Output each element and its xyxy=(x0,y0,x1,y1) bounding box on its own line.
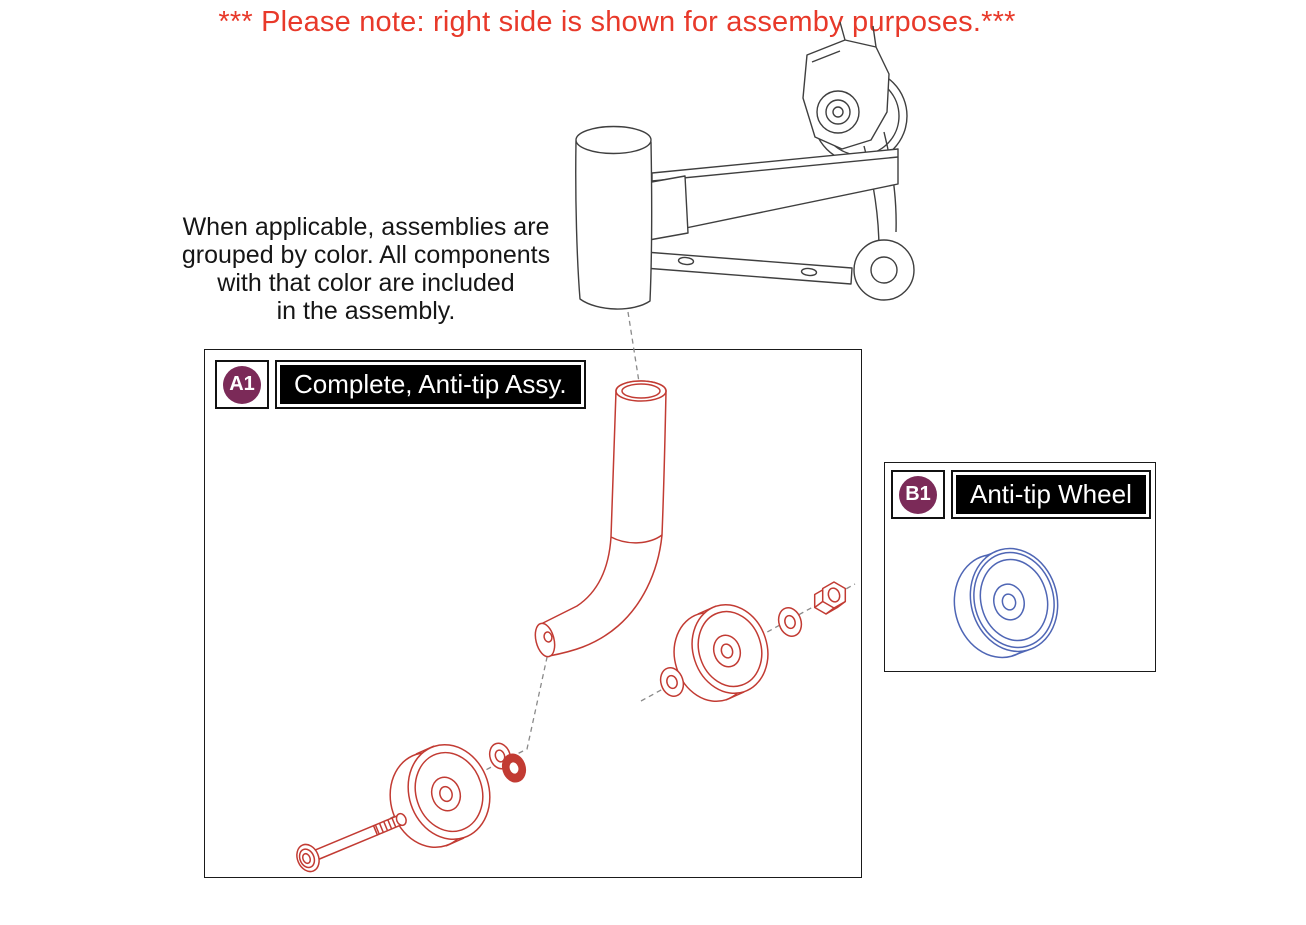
caster-bracket-icon xyxy=(802,21,915,301)
color-grouping-note: When applicable, assemblies are grouped … xyxy=(158,213,574,325)
caster-wheel-icon xyxy=(812,68,908,164)
badge-b1-text: B1 xyxy=(899,475,937,514)
assembly-box-b1: B1 Anti-tip Wheel xyxy=(884,462,1156,672)
label-a1-text: Complete, Anti-tip Assy. xyxy=(280,365,581,404)
badge-b1: B1 xyxy=(891,470,945,519)
frame-rail xyxy=(651,148,899,236)
color-note-line-4: in the assembly. xyxy=(276,297,456,325)
note-banner: *** Please note: right side is shown for… xyxy=(218,6,1016,38)
badge-a1: A1 xyxy=(215,360,269,409)
assembly-a1-header: A1 Complete, Anti-tip Assy. xyxy=(215,360,586,409)
color-note-line-1: When applicable, assemblies are xyxy=(182,213,550,241)
color-note-line-3: with that color are included xyxy=(217,269,515,297)
label-b1-text: Anti-tip Wheel xyxy=(956,475,1146,514)
label-a1: Complete, Anti-tip Assy. xyxy=(275,360,586,409)
color-note-line-2: grouped by color. All components xyxy=(181,241,551,269)
assembly-box-a1: A1 Complete, Anti-tip Assy. xyxy=(204,349,862,878)
frame-drawing xyxy=(575,21,915,310)
label-b1: Anti-tip Wheel xyxy=(951,470,1151,519)
mount-block xyxy=(645,175,689,241)
assembly-b1-header: B1 Anti-tip Wheel xyxy=(891,470,1151,519)
badge-a1-text: A1 xyxy=(223,365,261,404)
mount-tube xyxy=(575,125,653,310)
flat-bar xyxy=(643,251,853,285)
